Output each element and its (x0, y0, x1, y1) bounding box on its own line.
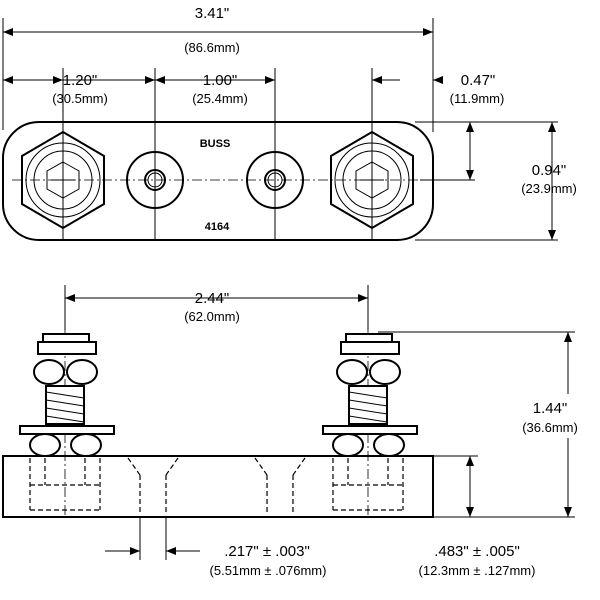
stud-left (19, 325, 115, 515)
overall-height-mm: (36.6mm) (522, 420, 578, 435)
stud-spacing-mm: (62.0mm) (184, 309, 240, 324)
top-view: BUSS 4164 3.41" (86.6mm) 1.20" (30.5mm) … (2, 5, 577, 241)
washer-left (126, 151, 184, 209)
base-thickness-mm: (12.3mm ± .127mm) (419, 563, 536, 578)
stud-spacing-inch: 2.44" (195, 290, 230, 307)
base-thickness-inch: .483" ± .005" (434, 543, 520, 560)
washer-right (246, 151, 304, 209)
overall-length-mm: (86.6mm) (184, 40, 240, 55)
first-spacing-mm: (30.5mm) (52, 91, 108, 106)
end-offset-inch: 0.47" (461, 72, 496, 89)
second-spacing-inch: 1.00" (203, 72, 238, 89)
side-view: 2.44" (62.0mm) 1.44" (36.6mm) .217" ± .0… (2, 285, 600, 578)
hole-diameter-inch: .217" ± .003" (224, 543, 310, 560)
end-offset-mm: (11.9mm) (450, 91, 505, 106)
stud-right (322, 325, 418, 515)
first-spacing-inch: 1.20" (63, 72, 98, 89)
width-mm: (23.9mm) (521, 181, 577, 196)
hex-nut-left (21, 130, 105, 230)
second-spacing-mm: (25.4mm) (192, 91, 248, 106)
width-inch: 0.94" (532, 162, 567, 179)
base-plate-top (2, 121, 434, 241)
overall-length-inch: 3.41" (195, 5, 230, 22)
brand-marking: BUSS (200, 138, 231, 150)
overall-height-inch: 1.44" (533, 400, 568, 417)
part-number-marking: 4164 (205, 221, 230, 233)
base-block-side (2, 455, 434, 518)
hex-nut-right (330, 130, 414, 230)
hole-diameter-mm: (5.51mm ± .076mm) (210, 563, 327, 578)
